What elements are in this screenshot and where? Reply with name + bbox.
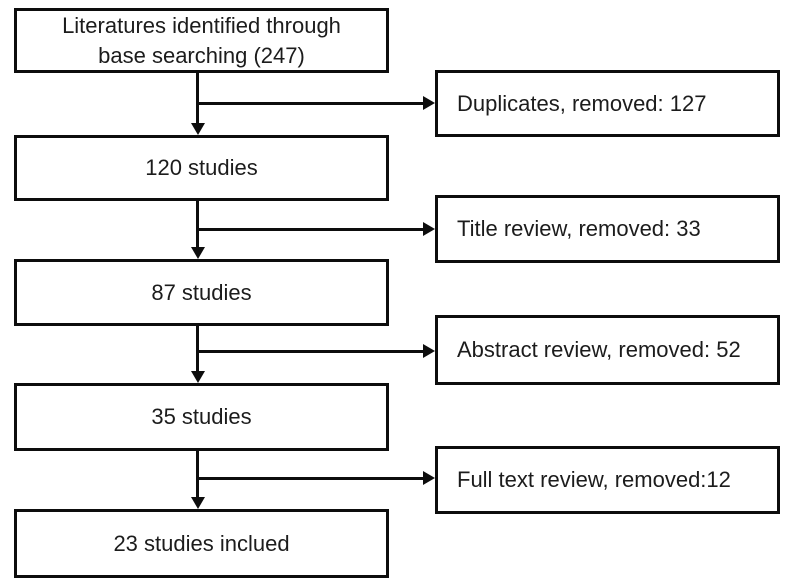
flow-box-included: 23 studies inclued <box>14 509 389 578</box>
flow-box-87-studies-label: 87 studies <box>151 279 252 305</box>
arrow-right-icon-3 <box>423 344 435 358</box>
flow-box-title-review-removed: Title review, removed: 33 <box>435 195 780 263</box>
flow-box-120-studies-label: 120 studies <box>145 155 258 181</box>
branch-line-2 <box>196 228 424 231</box>
flow-box-title-review-removed-label: Title review, removed: 33 <box>457 216 701 242</box>
connector-line-3 <box>196 326 199 373</box>
arrow-down-icon-4 <box>191 497 205 509</box>
connector-line-2 <box>196 201 199 249</box>
flow-box-identified-label: Literatures identified through base sear… <box>62 13 341 68</box>
connector-line-4 <box>196 451 199 499</box>
flow-box-35-studies-label: 35 studies <box>151 404 252 430</box>
branch-line-4 <box>196 477 424 480</box>
arrow-down-icon-3 <box>191 371 205 383</box>
arrow-down-icon-2 <box>191 247 205 259</box>
flow-box-fulltext-review-removed-label: Full text review, removed:12 <box>457 467 731 493</box>
flow-box-abstract-review-removed: Abstract review, removed: 52 <box>435 315 780 385</box>
arrow-right-icon-4 <box>423 471 435 485</box>
arrow-right-icon-2 <box>423 222 435 236</box>
arrow-down-icon-1 <box>191 123 205 135</box>
flow-box-duplicates-removed-label: Duplicates, removed: 127 <box>457 90 707 116</box>
flow-box-120-studies: 120 studies <box>14 135 389 201</box>
flow-box-abstract-review-removed-label: Abstract review, removed: 52 <box>457 337 741 363</box>
flow-box-87-studies: 87 studies <box>14 259 389 326</box>
arrow-right-icon-1 <box>423 96 435 110</box>
flow-box-included-label: 23 studies inclued <box>113 530 290 556</box>
flow-box-35-studies: 35 studies <box>14 383 389 451</box>
connector-line-1 <box>196 73 199 125</box>
flow-box-duplicates-removed: Duplicates, removed: 127 <box>435 70 780 137</box>
flow-box-fulltext-review-removed: Full text review, removed:12 <box>435 446 780 514</box>
flow-box-identified: Literatures identified through base sear… <box>14 8 389 73</box>
branch-line-1 <box>196 102 424 105</box>
branch-line-3 <box>196 350 424 353</box>
